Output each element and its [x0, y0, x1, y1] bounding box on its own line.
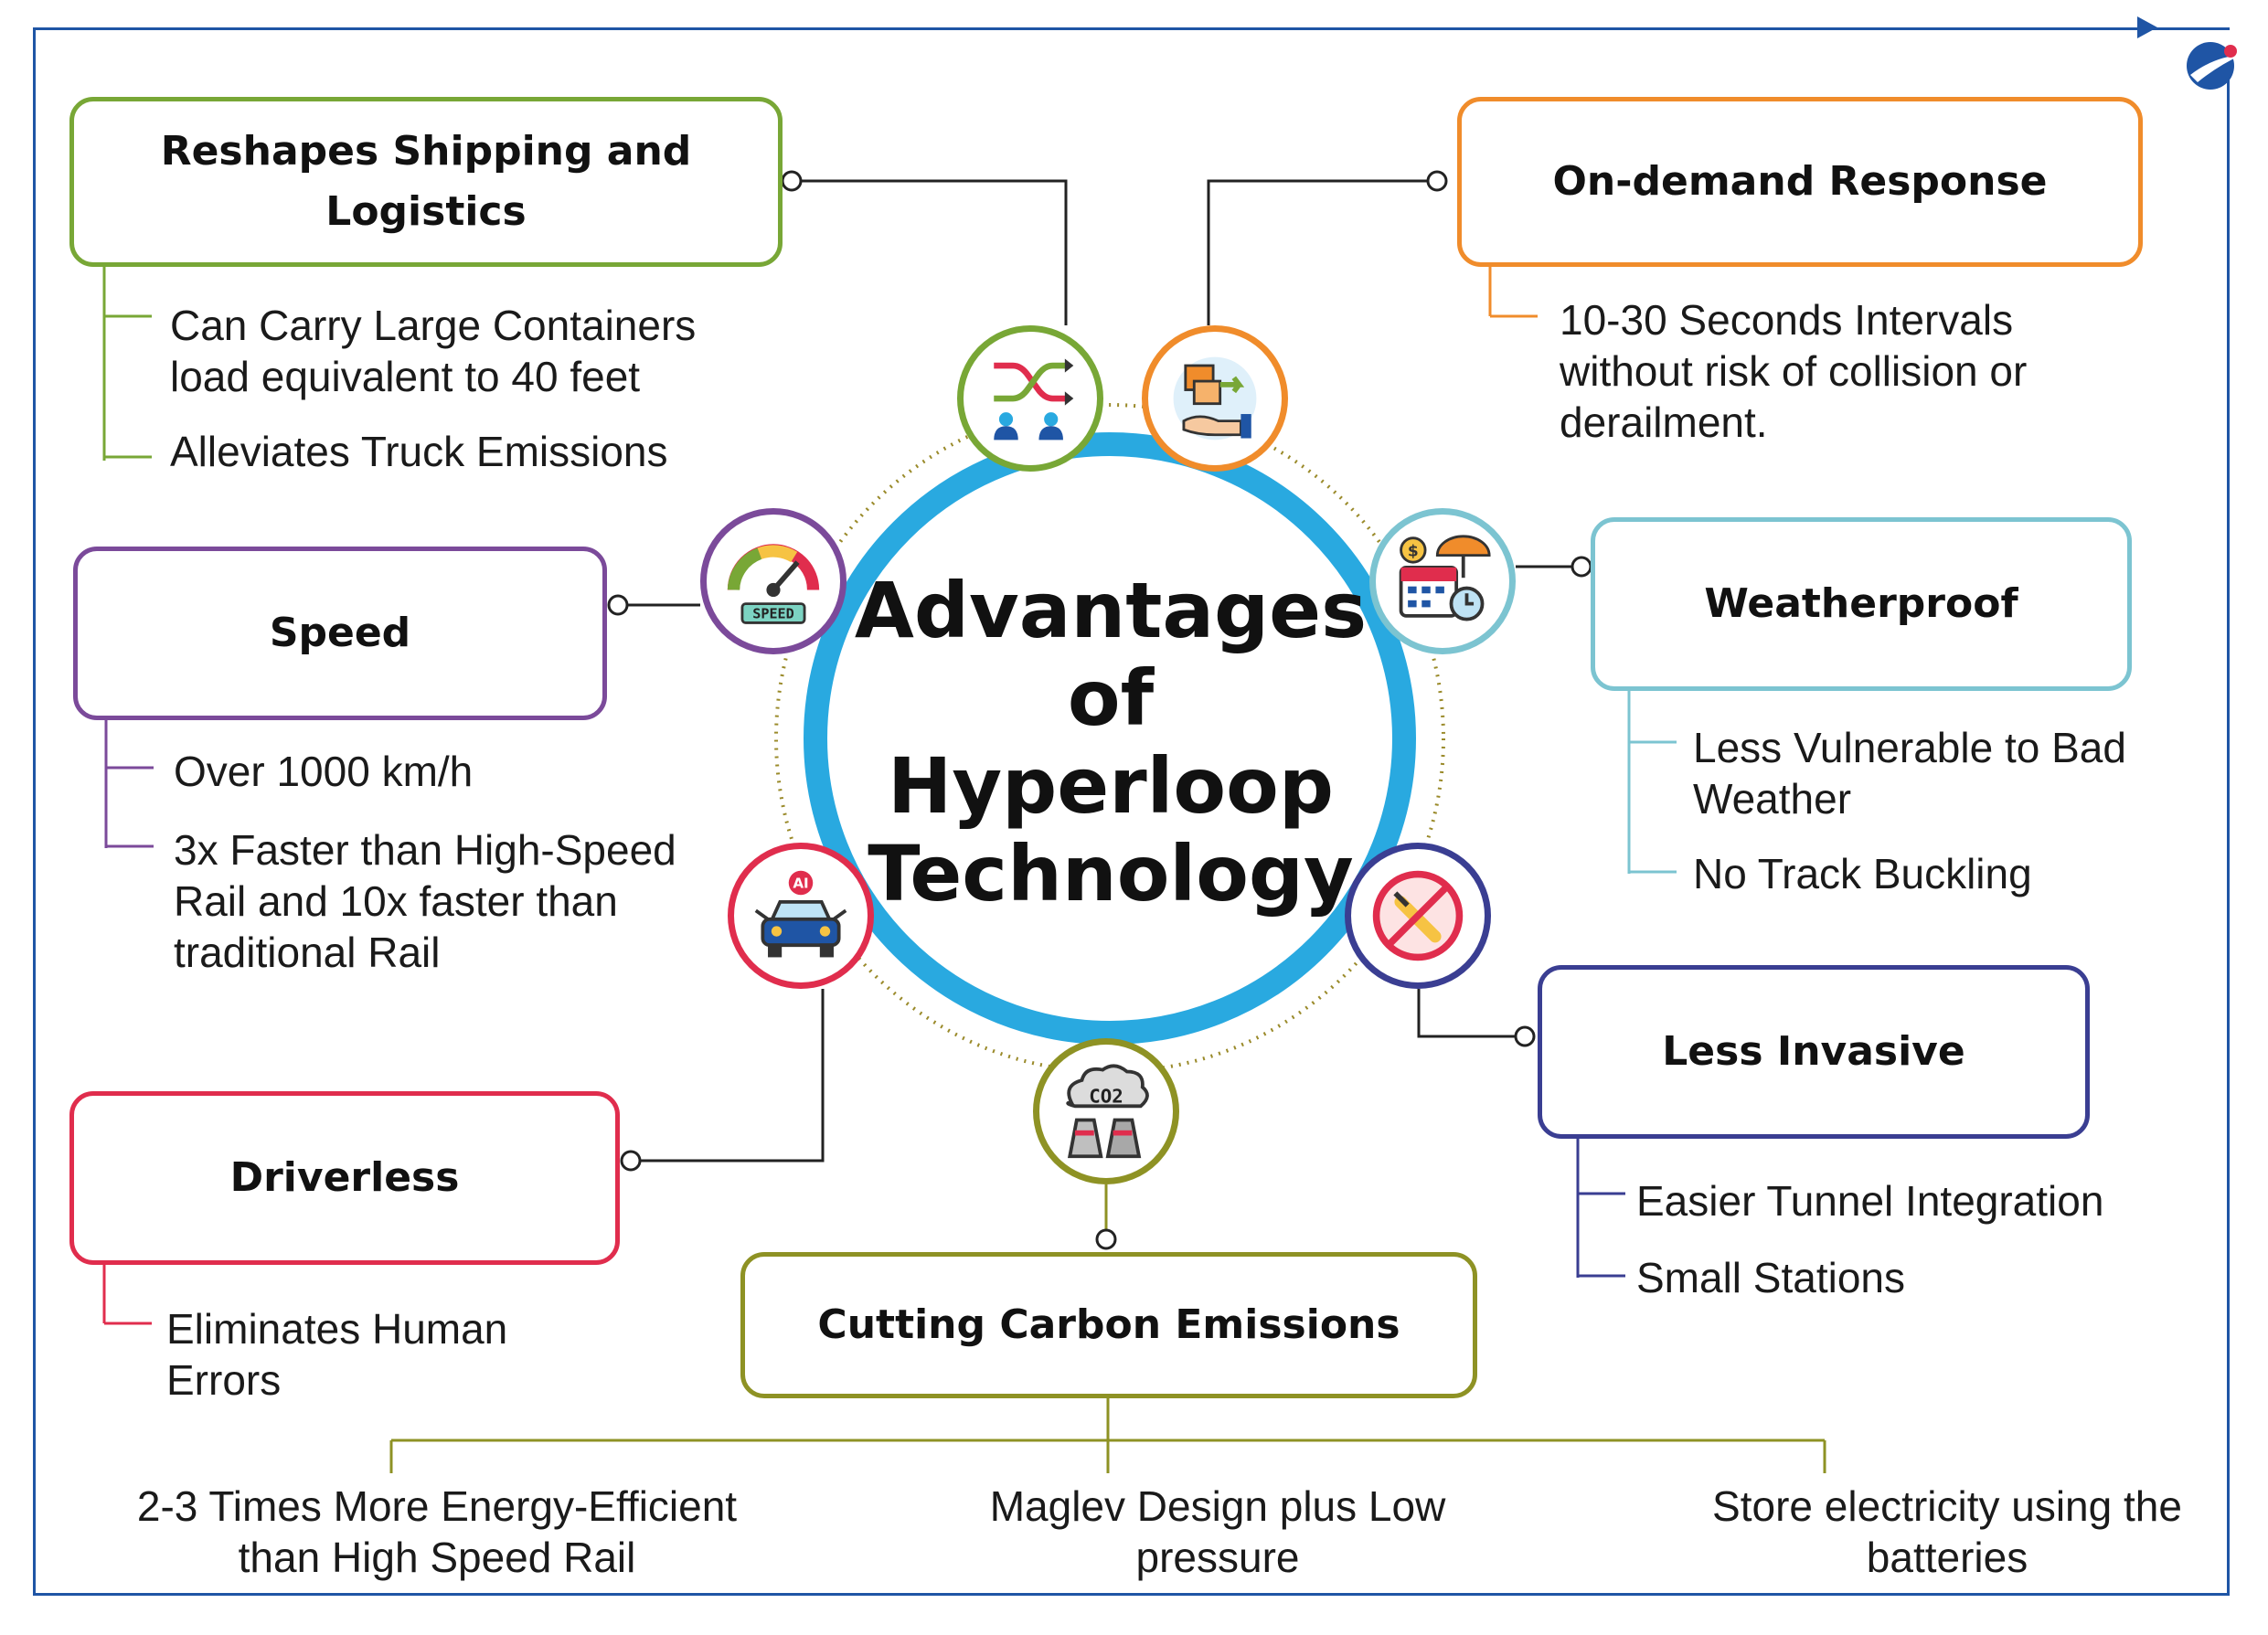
box-title-line: Driverless [229, 1154, 460, 1201]
point-line: Less Vulnerable to Bad [1693, 724, 2126, 771]
point-line: Over 1000 km/h [174, 748, 474, 795]
point-line: pressure [1135, 1534, 1300, 1581]
speed-point: Over 1000 km/h [174, 746, 473, 797]
point-line: Small Stations [1636, 1254, 1906, 1301]
connector-line [792, 179, 1068, 325]
outer-frame-right [2227, 73, 2230, 1593]
point-line: Maglev Design plus Low [989, 1482, 1446, 1530]
svg-text:CO2: CO2 [1089, 1086, 1123, 1108]
connector-dot [620, 1150, 642, 1172]
ondemand-title-box: On-demand Response [1457, 97, 2143, 267]
invasive-point: Small Stations [1636, 1252, 1905, 1303]
box-title-line: Cutting Carbon Emissions [817, 1301, 1400, 1348]
title-line: Hyperloop [888, 741, 1334, 831]
svg-text:SPEED: SPEED [752, 606, 794, 622]
invasive-title-box: Less Invasive [1538, 965, 2090, 1139]
title-line: of [1067, 653, 1155, 743]
box-title-line: Logistics [325, 188, 527, 235]
point-line: Errors [166, 1356, 282, 1404]
point-line: No Track Buckling [1693, 850, 2032, 897]
point-line: Easier Tunnel Integration [1636, 1177, 2104, 1225]
connector-dot [781, 170, 803, 192]
connector-line [1207, 179, 1437, 325]
box-title-line: Weatherproof [1704, 580, 2018, 627]
brand-logo-icon [2187, 42, 2241, 90]
shuffle-people-icon [957, 325, 1103, 472]
point-line: Rail and 10x faster than [174, 877, 618, 925]
svg-text:AI: AI [793, 876, 808, 892]
point-line: 3x Faster than High-Speed [174, 826, 676, 874]
point-line: derailment. [1560, 398, 1768, 446]
shipping-point: Alleviates Truck Emissions [170, 426, 668, 477]
carbon-title-box: Cutting Carbon Emissions [740, 1252, 1477, 1398]
outer-frame [33, 27, 2230, 1596]
point-line: batteries [1866, 1534, 2028, 1581]
calendar-umbrella-icon: $ [1369, 508, 1516, 654]
connector-dot [1571, 556, 1592, 578]
connector-line [631, 989, 825, 1163]
point-line: Weather [1693, 775, 1852, 823]
connector-line [389, 1398, 1826, 1473]
point-line: Can Carry Large Containers [170, 302, 697, 349]
blue-ring [804, 432, 1416, 1045]
connector-dot [1095, 1228, 1117, 1250]
point-line: 10-30 Seconds Intervals [1560, 296, 2014, 344]
connector-line [1417, 989, 1525, 1038]
co2-factory-icon: CO2 [1033, 1038, 1179, 1184]
connector-dot [1426, 170, 1448, 192]
point-line: Alleviates Truck Emissions [170, 428, 668, 475]
box-title-line: Reshapes Shipping and [160, 128, 692, 175]
box-title-line: Less Invasive [1662, 1028, 1965, 1075]
box-title-line: Speed [269, 610, 411, 656]
point-line: 2-3 Times More Energy-Efficient [136, 1482, 738, 1530]
package-hand-icon [1142, 325, 1288, 472]
point-line: Eliminates Human [166, 1305, 508, 1353]
speed-title-box: Speed [73, 547, 607, 720]
connector-dot [1514, 1025, 1536, 1047]
frame-arrow-icon [2137, 16, 2157, 38]
point-line: load equivalent to 40 feet [170, 353, 641, 400]
speedometer-icon: SPEED [700, 508, 847, 654]
point-line: traditional Rail [174, 929, 441, 976]
central-title: Advantages of Hyperloop Technology [841, 567, 1380, 918]
invasive-point: Easier Tunnel Integration [1636, 1175, 2103, 1226]
weather-point: No Track Buckling [1693, 848, 2032, 899]
ai-car-icon: AI [728, 843, 874, 989]
point-line: than High Speed Rail [238, 1534, 636, 1581]
box-title-line: On-demand Response [1552, 158, 2048, 205]
driverless-title-box: Driverless [69, 1091, 620, 1265]
no-drill-icon [1345, 843, 1491, 989]
weather-title-box: Weatherproof [1591, 517, 2132, 691]
connector-dot [607, 594, 629, 616]
title-line: Technology [868, 829, 1354, 918]
svg-text:$: $ [1408, 543, 1419, 561]
dotted-outer-ring [774, 403, 1445, 1074]
title-line: Advantages [854, 566, 1368, 655]
point-line: Store electricity using the [1712, 1482, 2182, 1530]
point-line: without risk of collision or [1560, 347, 2028, 395]
